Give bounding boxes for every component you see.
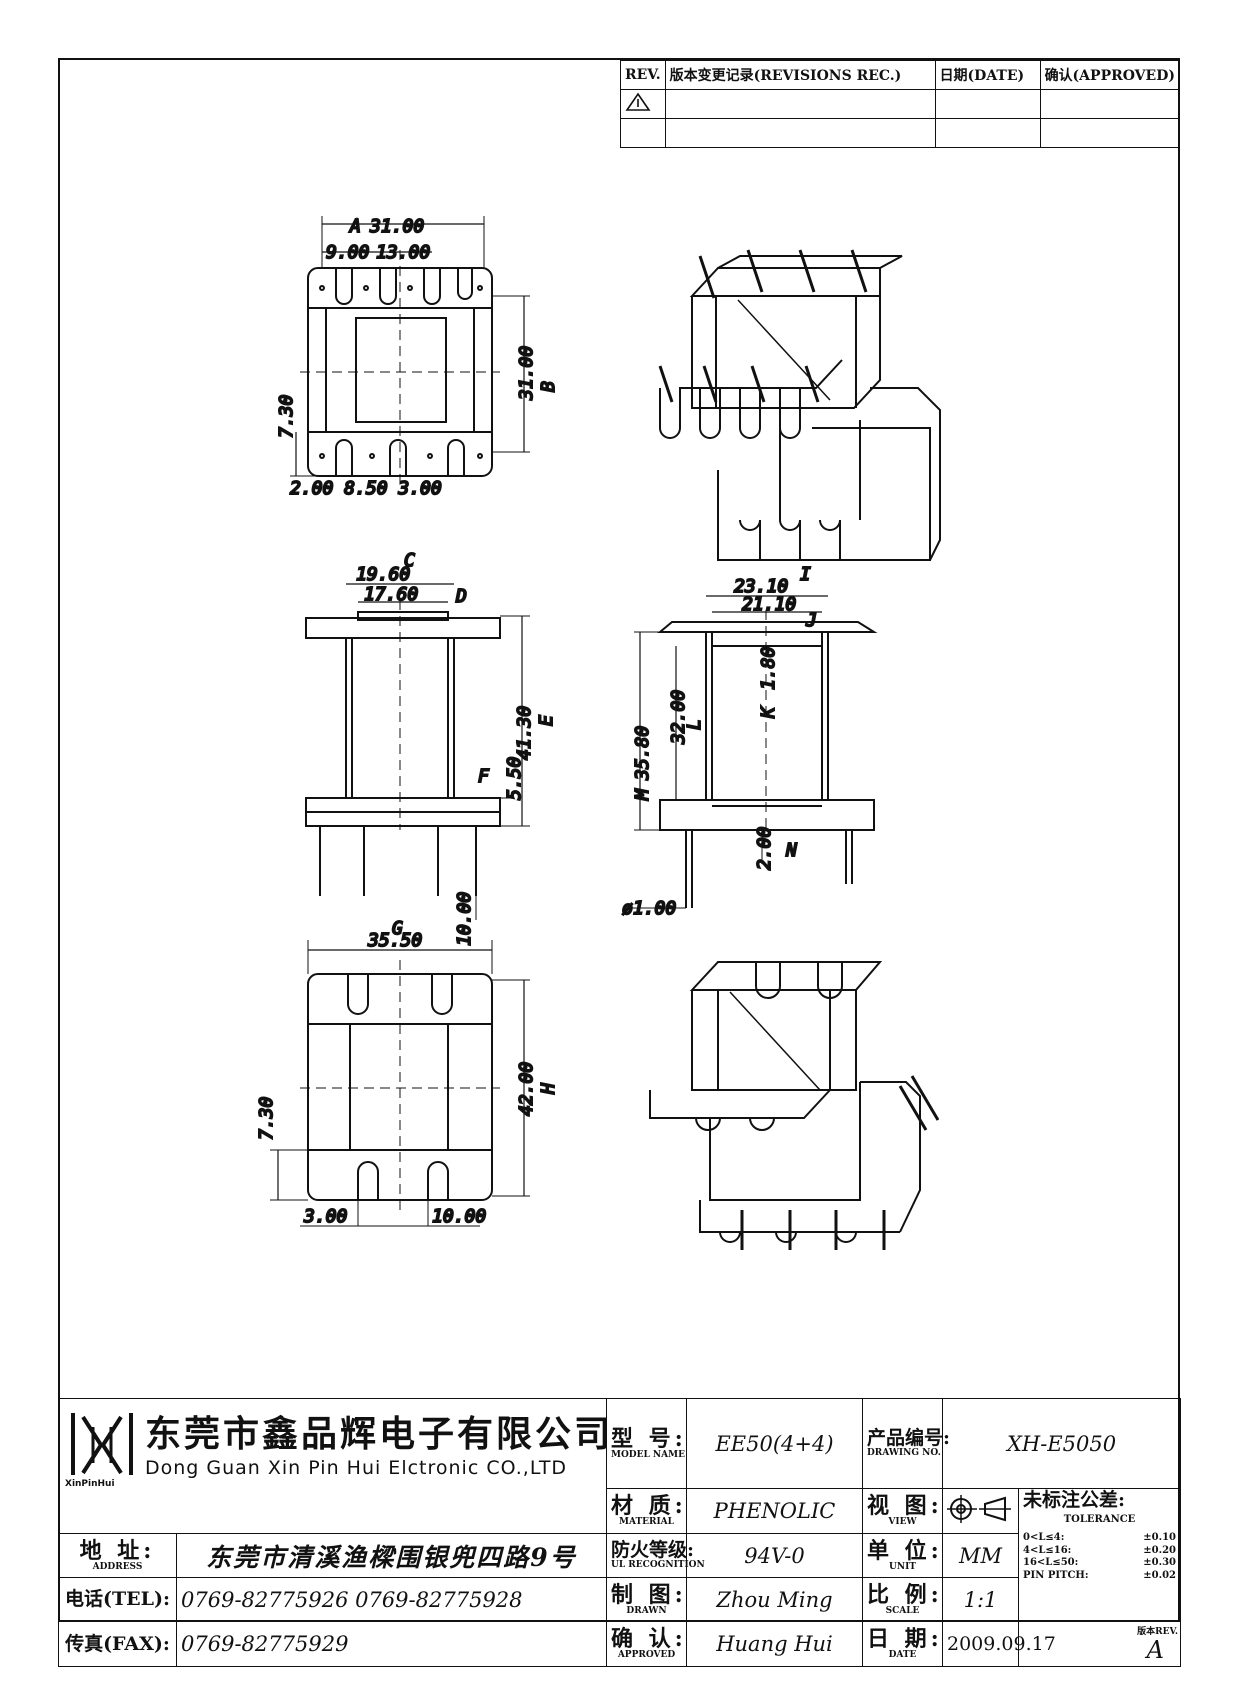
revision-record-header: 版本变更记录(REVISIONS REC.) [664,60,936,90]
projection-symbol-cell [942,1488,1019,1534]
tolerance-cell: 未标注公差: TOLERANCE 0<L≤4:±0.10 4<L≤16:±0.2… [1017,1488,1182,1622]
ul-label: 防火等级:UL RECOGNITION [606,1533,705,1578]
material-label: 材 质:MATERIAL [606,1488,687,1534]
dim-top-tab: 7.30 [276,395,297,438]
dim-total-label: M [632,788,653,801]
company-name-cn: 东莞市鑫品辉电子有限公司 [145,1413,614,1455]
dim-e: 41.30 [514,706,535,760]
company-name-en: Dong Guan Xin Pin Hui Elctronic CO.,LTD [145,1457,568,1479]
tel-value: 0769-82775926 0769-82775928 [176,1577,607,1622]
dim-top-height-label: B [538,381,559,392]
drawn-value: Zhou Ming [686,1577,863,1622]
revision-label: 版本REV. [1137,1627,1179,1637]
revision-date-header: 日期(DATE) [934,60,1041,90]
projection-symbol-icon [947,1495,1011,1523]
model-value: EE50(4+4) [686,1398,863,1489]
dim-top-width: 31.00 [369,216,424,237]
dim-d-label: D [455,586,467,607]
dim-top-height: 31.00 [516,346,537,401]
dim-n: 2.00 [754,827,775,870]
tolerance-row: 0<L≤4:±0.10 [1023,1532,1177,1544]
dim-f-label: F [478,766,490,787]
dim-h: 42.00 [516,1062,537,1116]
dim-l-label: L [684,719,705,730]
revision-triangle-icon [625,92,651,111]
dim-l: 32.00 [668,690,689,745]
revision-value: A [1146,1636,1165,1664]
dim-g-label: G [392,918,403,939]
rev-header: REV. [620,60,666,90]
tel-label: 电话(TEL): [58,1577,177,1622]
revision-triangle-cell [620,89,666,119]
model-label: 型 号:MODEL NAME [606,1398,687,1489]
dim-bottom-slot-2: 10.00 [432,1206,486,1227]
dim-c-label: C [404,550,415,571]
dim-i: 23.10 [734,576,788,597]
revision-table: REV. 版本变更记录(REVISIONS REC.) 日期(DATE) 确认(… [620,60,1181,148]
dim-i-label: I [800,564,811,585]
company-logo-icon [71,1413,133,1475]
drawing-no-label: 产品编号:DRAWING NO. [862,1398,950,1489]
dim-k-label: K [758,706,779,719]
front-view [305,583,530,920]
scale-label: 比 例:SCALE [862,1577,943,1622]
fax-value: 0769-82775929 [176,1621,607,1667]
logo-text: XinPinHui [65,1479,115,1489]
dim-j: 21.10 [742,594,796,615]
dim-top-bottom: 2.00 8.50 3.00 [290,478,442,499]
ul-value: 94V-0 [686,1533,863,1578]
dim-bottom-slot-1: 3.00 [303,1206,347,1227]
fax-label: 传真(FAX): [58,1621,177,1667]
dim-k: 1.80 [758,647,779,690]
date-label: 日 期:DATE [862,1621,943,1667]
address-label: 地 址:ADDRESS [58,1533,177,1578]
technical-drawing: A 31.00 9.00 13.00 31.00 B 7.30 2.00 8.5… [255,215,941,1250]
side-view [626,595,878,909]
tolerance-row: 4<L≤16:±0.20 [1023,1544,1177,1556]
material-value: PHENOLIC [686,1488,863,1534]
tolerance-row: 16<L≤50:±0.30 [1023,1557,1177,1569]
dim-n-label: N [785,840,797,861]
drawn-label: 制 图:DRAWN [606,1577,687,1622]
unit-label: 单 位:UNIT [862,1533,943,1578]
revision-cell: 版本REV. A [1017,1621,1182,1667]
dim-d: 17.60 [364,584,418,605]
isometric-view-bottom [649,961,940,1250]
date-value: 2009.09.17 [942,1621,1056,1667]
dim-pin-length: 10.00 [454,892,475,946]
tolerance-row: PIN PITCH:±0.02 [1023,1569,1177,1581]
dim-top-width-label: A [349,216,361,237]
dim-pin-diameter: ø1.00 [622,898,676,919]
address-value: 东莞市清溪渔樑围银兜四路9号 [176,1533,607,1578]
title-block: XinPinHui 东莞市鑫品辉电子有限公司 Dong Guan Xin Pin… [58,1398,1182,1667]
dim-c: 19.60 [356,564,410,585]
dim-total-height: 35.80 [632,726,653,781]
dim-f: 5.50 [504,757,525,800]
bottom-view [270,940,530,1227]
drawing-no-value: XH-E5050 [941,1398,1182,1489]
tolerance-subtitle: TOLERANCE [1063,1513,1136,1525]
approved-label: 确 认:APPROVED [606,1621,687,1667]
revision-approved-header: 确认(APPROVED) [1039,60,1181,90]
dim-h-label: H [538,1083,559,1095]
dim-g: 35.50 [367,930,422,951]
company-cell: XinPinHui 东莞市鑫品辉电子有限公司 Dong Guan Xin Pin… [58,1398,610,1534]
unit-value: MM [942,1533,1019,1578]
dim-top-pitch-1: 9.00 [326,242,369,263]
isometric-view-top [658,249,941,561]
dim-bottom-tab: 7.30 [256,1097,277,1140]
tolerance-title: 未标注公差: [1023,1489,1126,1511]
dim-e-label: E [536,715,557,726]
approved-value: Huang Hui [686,1621,863,1667]
dim-top-pitch-2: 13.00 [376,242,430,263]
dim-j-label: J [805,610,817,631]
view-label: 视 图:VIEW [862,1488,943,1534]
scale-value: 1:1 [942,1577,1019,1622]
top-view [290,216,530,490]
